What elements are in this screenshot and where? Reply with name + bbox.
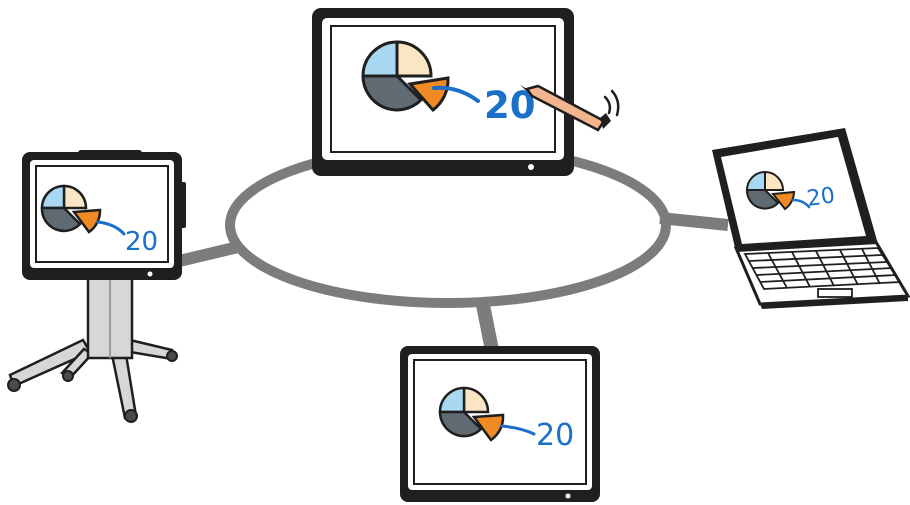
network-connections xyxy=(148,142,729,352)
caster-wheel xyxy=(7,378,21,392)
link-right xyxy=(659,212,729,231)
power-led xyxy=(528,164,534,170)
link-bottom xyxy=(475,298,499,352)
main-board: 20 xyxy=(312,8,620,176)
pie-chart-icon xyxy=(745,170,796,211)
annotation-number: 20 xyxy=(805,183,836,212)
annotation-number: 20 xyxy=(536,418,574,453)
pie-chart-icon xyxy=(438,386,505,442)
laptop-keyboard xyxy=(743,247,902,290)
tablet-display: 20 xyxy=(400,346,600,502)
stand-display: 20 xyxy=(7,150,186,423)
signal-waves-icon xyxy=(603,89,620,117)
stylus-pen-icon xyxy=(520,84,611,132)
laptop: 20 xyxy=(712,128,910,309)
pie-chart-icon xyxy=(361,40,450,113)
caster-wheel xyxy=(166,350,178,362)
annotation-stroke xyxy=(432,85,480,103)
annotation-number: 20 xyxy=(125,227,158,257)
laptop-touchpad xyxy=(817,288,853,298)
pie-chart-icon xyxy=(40,184,102,234)
caster-wheel xyxy=(62,370,74,382)
caster-wheel xyxy=(124,409,138,423)
